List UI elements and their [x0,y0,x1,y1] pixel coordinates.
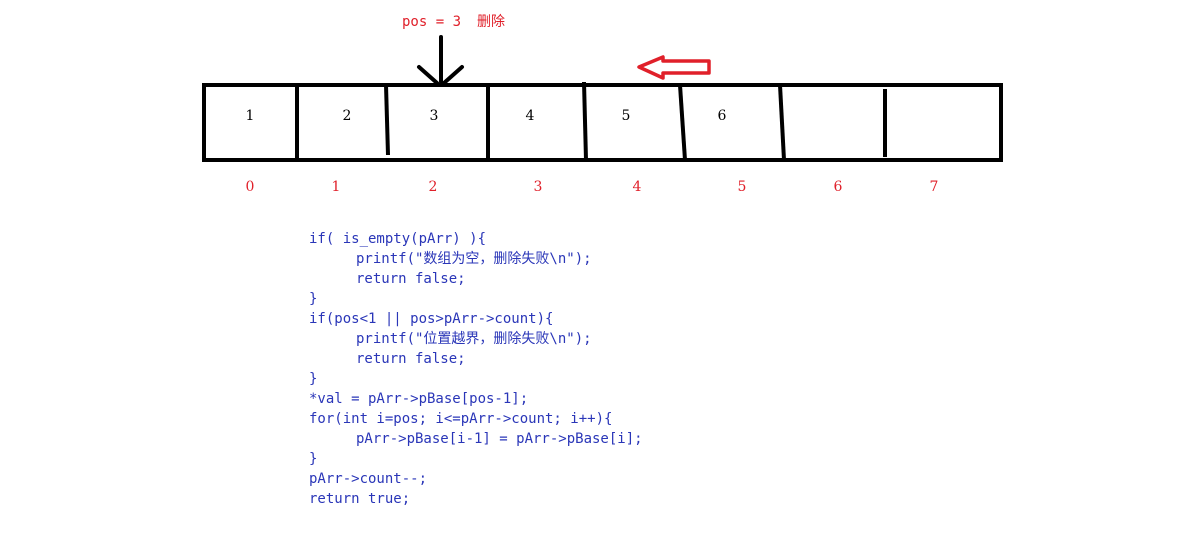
cell-value-4: 5 [621,108,631,124]
code-line-5: if(pos<1 || pos>pArr->count){ [309,311,554,327]
code-line-6: printf("位置越界，删除失败\n"); [356,331,592,347]
delete-label: 删除 [477,14,506,30]
index-label-6: 6 [833,179,843,195]
cell-value-0: 1 [245,108,255,124]
cell-value-2: 3 [429,108,439,124]
index-label-2: 2 [428,179,438,195]
cell-divider-4 [582,81,588,161]
index-label-7: 7 [929,179,939,195]
index-label-0: 0 [245,179,255,195]
cell-dividers [295,81,887,161]
delete-code-block: if( is_empty(pArr) ){ printf("数组为空，删除失败\n… [309,229,643,509]
cell-value-5: 6 [717,108,727,124]
shift-left-arrow [637,55,711,80]
code-line-1: if( is_empty(pArr) ){ [309,231,487,247]
code-line-2: printf("数组为空，删除失败\n"); [356,251,592,267]
cell-divider-6 [778,84,786,161]
index-label-5: 5 [737,179,747,195]
code-line-3: return false; [356,271,466,287]
array-outline [202,83,1003,162]
cell-divider-2 [384,84,390,156]
delete-caption: pos = 3 删除 [402,11,505,31]
pointer-head-right [442,65,464,85]
code-line-14: return true; [309,491,411,507]
code-line-12: } [309,451,318,467]
cell-value-1: 2 [342,108,352,124]
code-line-8: } [309,371,318,387]
index-label-3: 3 [533,179,543,195]
pointer-arrow [417,35,464,85]
index-label-4: 4 [632,179,642,195]
position-label: pos = 3 [402,14,462,30]
code-line-10: for(int i=pos; i<=pArr->count; i++){ [309,411,613,427]
pointer-head-left [417,65,439,85]
code-line-11: pArr->pBase[i-1] = pArr->pBase[i]; [356,431,643,447]
code-line-7: return false; [356,351,466,367]
code-line-13: pArr->count--; [309,471,428,487]
code-line-4: } [309,291,318,307]
index-label-1: 1 [331,179,341,195]
cell-divider-5 [678,84,687,161]
cell-value-3: 4 [525,108,535,124]
code-line-9: *val = pArr->pBase[pos-1]; [309,391,529,407]
